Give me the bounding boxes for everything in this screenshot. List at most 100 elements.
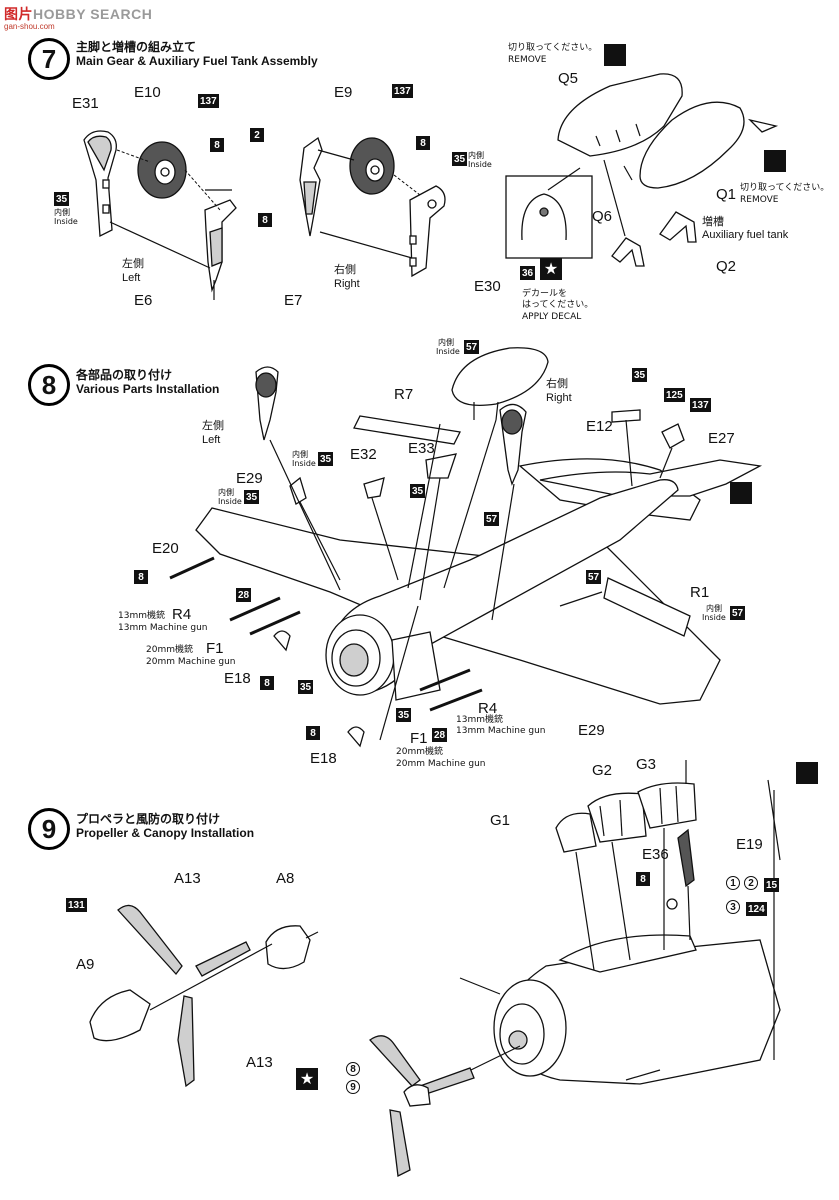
mg20-jp-b: 20mm機銃 xyxy=(396,747,443,757)
part-label-E12: E12 xyxy=(586,418,613,435)
color-code-28b: 28 xyxy=(432,728,448,742)
remove-label-jp: 切り取ってください。 xyxy=(508,43,598,53)
inside-label-en-8: Inside xyxy=(436,347,460,356)
part-label-E20: E20 xyxy=(152,540,179,557)
step-9-title-jp: プロペラと風防の取り付け xyxy=(76,812,221,826)
tank-label-en: Auxiliary fuel tank xyxy=(702,229,789,241)
step-9-title-en: Propeller & Canopy Installation xyxy=(76,826,255,840)
inside-label-en-8c: Inside xyxy=(218,497,242,506)
mg20-en-b: 20mm Machine gun xyxy=(396,759,486,769)
mg13-jp: 13mm機銃 xyxy=(118,611,165,621)
color-code-35-8d: 35 xyxy=(244,490,260,504)
part-label-E27: E27 xyxy=(708,430,735,447)
step-ref-9: 9 xyxy=(346,1080,360,1094)
color-code-137b: 137 xyxy=(392,84,413,98)
color-code-137: 137 xyxy=(198,94,219,108)
part-label-E32: E32 xyxy=(350,446,377,463)
color-code-15: 15 xyxy=(764,878,780,892)
part-label-R4-b: R4 xyxy=(478,700,498,717)
part-label-E29: E29 xyxy=(236,470,263,487)
decal-number-36: 36 xyxy=(520,266,536,280)
tank-pylons-Q6-Q2 xyxy=(611,211,697,267)
mg13-jp-b: 13mm機銃 xyxy=(456,715,503,725)
right-gear-cover-E30 xyxy=(409,185,446,278)
part-label-G3: G3 xyxy=(636,756,657,773)
remove-label-en-2: REMOVE xyxy=(740,195,779,205)
color-code-137-8: 137 xyxy=(690,398,711,412)
step-7-number: 7 xyxy=(28,38,70,80)
color-code-35b: 35 xyxy=(452,152,468,166)
paint-icon-2 xyxy=(764,150,786,172)
left-label-en: Left xyxy=(122,272,141,284)
part-label-E18-b: E18 xyxy=(310,750,337,767)
color-code-2: 2 xyxy=(250,128,264,142)
color-code-8b: 8 xyxy=(258,213,272,227)
part-label-A13-b: A13 xyxy=(246,1054,273,1071)
left-label-jp: 左側 xyxy=(122,258,144,270)
guns-and-small-parts xyxy=(169,409,685,748)
step-8-title-en: Various Parts Installation xyxy=(76,382,220,396)
inside-label-jp-8: 内側 xyxy=(438,338,454,347)
part-label-E18: E18 xyxy=(224,670,251,687)
propeller-parts xyxy=(89,904,319,1088)
remove-label-en: REMOVE xyxy=(508,55,547,65)
part-label-E33: E33 xyxy=(408,440,435,457)
star-decal-icon-9: ★ xyxy=(296,1068,318,1090)
drop-tank-installed xyxy=(451,347,549,421)
fuel-tank-halves-Q5-Q1 xyxy=(557,73,779,189)
inside-label-en-8b: Inside xyxy=(292,459,316,468)
left-gear-cover-E31 xyxy=(83,130,117,238)
color-code-35: 35 xyxy=(54,192,70,206)
step-ref-2: 2 xyxy=(744,876,758,890)
apply-decal-en: APPLY DECAL xyxy=(522,312,582,322)
step-ref-3: 3 xyxy=(726,900,740,914)
part-label-E31: E31 xyxy=(72,95,99,112)
star-decal-icon: ★ xyxy=(540,258,562,280)
color-code-125: 125 xyxy=(664,388,685,402)
step-8-number: 8 xyxy=(28,364,70,406)
part-label-R1: R1 xyxy=(690,584,710,601)
wing-panels-R7-R1 xyxy=(353,415,691,637)
engine-cowling xyxy=(325,614,441,701)
paint-icon-8 xyxy=(730,482,752,504)
right-label-jp: 右側 xyxy=(334,264,356,276)
color-code-28: 28 xyxy=(236,588,252,602)
apply-decal-jp-2: はってください。 xyxy=(522,300,594,310)
inside-label-jp: 内側 xyxy=(54,208,70,217)
remove-label-jp-2: 切り取ってください。 xyxy=(740,183,830,193)
part-label-Q2: Q2 xyxy=(716,258,737,275)
right-wheel-E9 xyxy=(349,137,395,195)
color-code-35-8e: 35 xyxy=(298,680,314,694)
canopy-parts xyxy=(555,782,697,853)
part-label-Q6: Q6 xyxy=(592,208,613,225)
right-label-jp-8: 右側 xyxy=(546,378,568,390)
part-label-E6: E6 xyxy=(134,292,153,309)
left-gear-strut-E6 xyxy=(204,199,237,300)
part-label-A13: A13 xyxy=(174,870,201,887)
mg20-en: 20mm Machine gun xyxy=(146,657,236,667)
watermark-url: gan-shou.com xyxy=(4,22,55,31)
mg13-en-b: 13mm Machine gun xyxy=(456,726,546,736)
color-code-8-9: 8 xyxy=(636,872,650,886)
part-label-E7: E7 xyxy=(284,292,303,309)
paint-icon xyxy=(604,44,626,66)
color-code-57c: 57 xyxy=(586,570,602,584)
color-code-35-8a: 35 xyxy=(632,368,648,382)
prop-installed xyxy=(369,1035,475,1177)
right-label-en: Right xyxy=(334,278,360,290)
part-label-E29-b: E29 xyxy=(578,722,605,739)
step-ref-8: 8 xyxy=(346,1062,360,1076)
paint-icon-9 xyxy=(796,762,818,784)
step-7-title-jp: 主脚と増槽の組み立て xyxy=(76,40,197,54)
step-ref-1: 1 xyxy=(726,876,740,890)
color-code-57b: 57 xyxy=(484,512,500,526)
right-gear-strut-E7 xyxy=(299,136,323,237)
part-label-A9: A9 xyxy=(76,956,95,973)
part-label-E36: E36 xyxy=(642,846,669,863)
inside-label-en: Inside xyxy=(54,217,78,226)
part-label-Q5: Q5 xyxy=(558,70,579,87)
color-code-57d: 57 xyxy=(730,606,746,620)
inside-label-en-2: Inside xyxy=(468,160,492,169)
part-label-E19: E19 xyxy=(736,836,763,853)
mg13-en: 13mm Machine gun xyxy=(118,623,208,633)
